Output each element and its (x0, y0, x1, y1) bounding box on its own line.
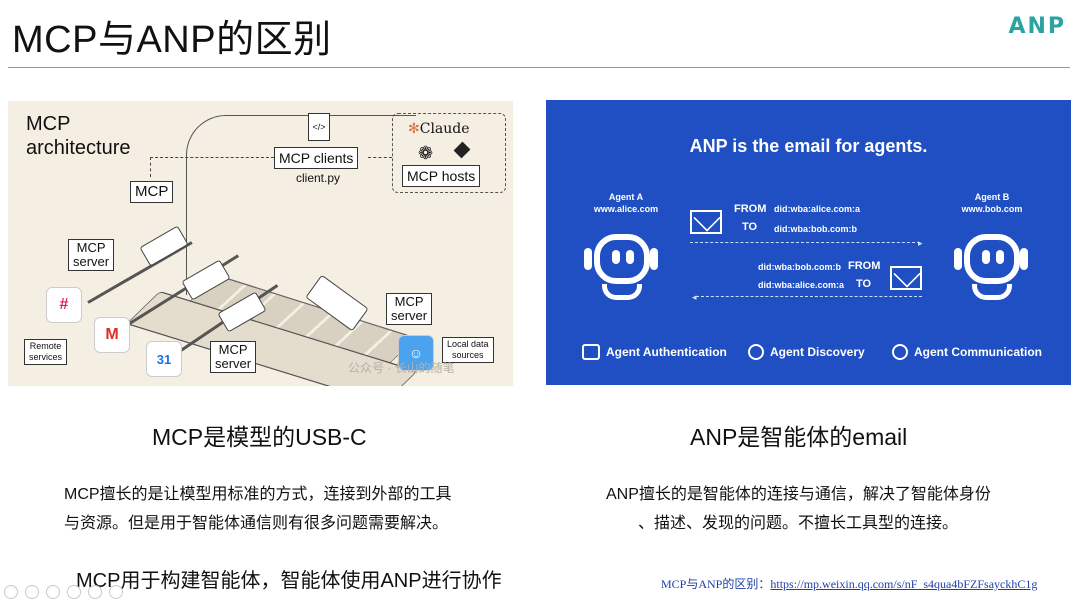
msg1-from-did: did:wba:alice.com:a (774, 204, 861, 214)
agent-b-domain: www.bob.com (961, 204, 1023, 214)
feature-discovery: Agent Discovery (748, 344, 865, 360)
envelope-receive-icon (890, 266, 922, 290)
claude-label: ✻Claude (408, 121, 470, 137)
laptop-outline (186, 115, 416, 295)
mcp-caption: MCP是模型的USB-C (152, 424, 367, 450)
calendar-icon: 31 (146, 341, 182, 377)
mcp-server-box-2: MCP server (386, 293, 433, 325)
client-file-label: client.py (296, 171, 341, 185)
feature-communication: Agent Communication (892, 344, 1042, 360)
finder-icon: ☺ (398, 335, 434, 371)
next-slide-button[interactable] (25, 585, 39, 599)
mcp-server-box-3: MCP server (210, 341, 257, 373)
claude-icon: ✻ (408, 121, 420, 137)
msg2-to-label: TO (856, 278, 872, 290)
client-connector-drop (150, 157, 151, 177)
agent-a-name: Agent A (608, 192, 644, 202)
mcp-server-box-1: MCP server (68, 239, 115, 271)
agent-b-name: Agent B (974, 192, 1010, 202)
remote-services-box: Remote services (24, 339, 68, 365)
prev-slide-button[interactable] (4, 585, 18, 599)
msg2-from-did: did:wba:bob.com:b (758, 262, 841, 272)
arrow-b-to-a (696, 296, 922, 297)
mcp-heading-line2: architecture (26, 137, 131, 159)
source-prefix: MCP与ANP的区别： (661, 577, 771, 591)
slide-toolbar (4, 585, 123, 599)
search-icon (748, 344, 764, 360)
arrow-a-to-b (690, 242, 920, 243)
more-options-button[interactable] (109, 585, 123, 599)
slack-icon: # (46, 287, 82, 323)
agent-a-robot-icon (582, 230, 660, 304)
anp-caption: ANP是智能体的email (690, 424, 908, 450)
watermark: 公众号 · 长山的随笔 (348, 361, 455, 375)
arrow-head-right: ▸ (918, 238, 923, 248)
msg1-to-label: TO (742, 221, 758, 233)
local-data-box: Local data sources (442, 337, 494, 363)
hosts-group (392, 113, 506, 193)
arrow-head-left: ◂ (692, 292, 697, 302)
anp-headline: ANP is the email for agents. (689, 136, 928, 156)
gmail-icon: M (94, 317, 130, 353)
chat-icon (892, 344, 908, 360)
anp-email-figure: ANP is the email for agents. Agent A www… (546, 100, 1071, 385)
msg1-from-label: FROM (734, 203, 767, 215)
envelope-send-icon (690, 210, 722, 234)
zoom-button[interactable] (88, 585, 102, 599)
pen-tool-button[interactable] (46, 585, 60, 599)
mcp-architecture-figure: MCP architecture </> MCP clients client.… (8, 101, 513, 386)
anp-description: ANP擅长的是智能体的连接与通信，解决了智能体身份 、描述、发现的问题。不擅长工… (606, 486, 991, 532)
slides-overview-button[interactable] (67, 585, 81, 599)
mcp-description: MCP擅长的是让模型用标准的方式，连接到外部的工具 与资源。但是用于智能体通信则… (64, 486, 452, 532)
msg2-to-did: did:wba:alice.com:a (758, 280, 845, 290)
summary-line: MCP用于构建智能体，智能体使用ANP进行协作 (76, 570, 502, 592)
id-card-icon (582, 344, 600, 360)
source-link[interactable]: https://mp.weixin.qq.com/s/nF_s4qua4bFZF… (770, 577, 1038, 591)
feature-authentication: Agent Authentication (582, 344, 727, 360)
agent-a-domain: www.alice.com (593, 204, 659, 214)
client-connector (150, 157, 274, 158)
title-divider (8, 67, 1070, 68)
code-file-icon: </> (308, 113, 330, 141)
source-reference: MCP与ANP的区别：https://mp.weixin.qq.com/s/nF… (661, 575, 1037, 592)
mcp-box: MCP (130, 181, 174, 203)
slide-title: MCP与ANP的区别 (12, 19, 332, 61)
host-connector (368, 157, 392, 158)
agent-b-robot-icon (952, 230, 1030, 304)
usb-plug-1 (139, 225, 189, 267)
msg2-from-label: FROM (848, 260, 881, 272)
mcp-heading-line1: MCP (26, 113, 71, 135)
mcp-clients-box: MCP clients (274, 147, 359, 169)
anp-logo: ANP (1008, 14, 1066, 39)
msg1-to-did: did:wba:bob.com:b (774, 224, 857, 234)
chatgpt-icon: ❁ (418, 143, 434, 163)
mcp-hosts-box: MCP hosts (402, 165, 481, 187)
